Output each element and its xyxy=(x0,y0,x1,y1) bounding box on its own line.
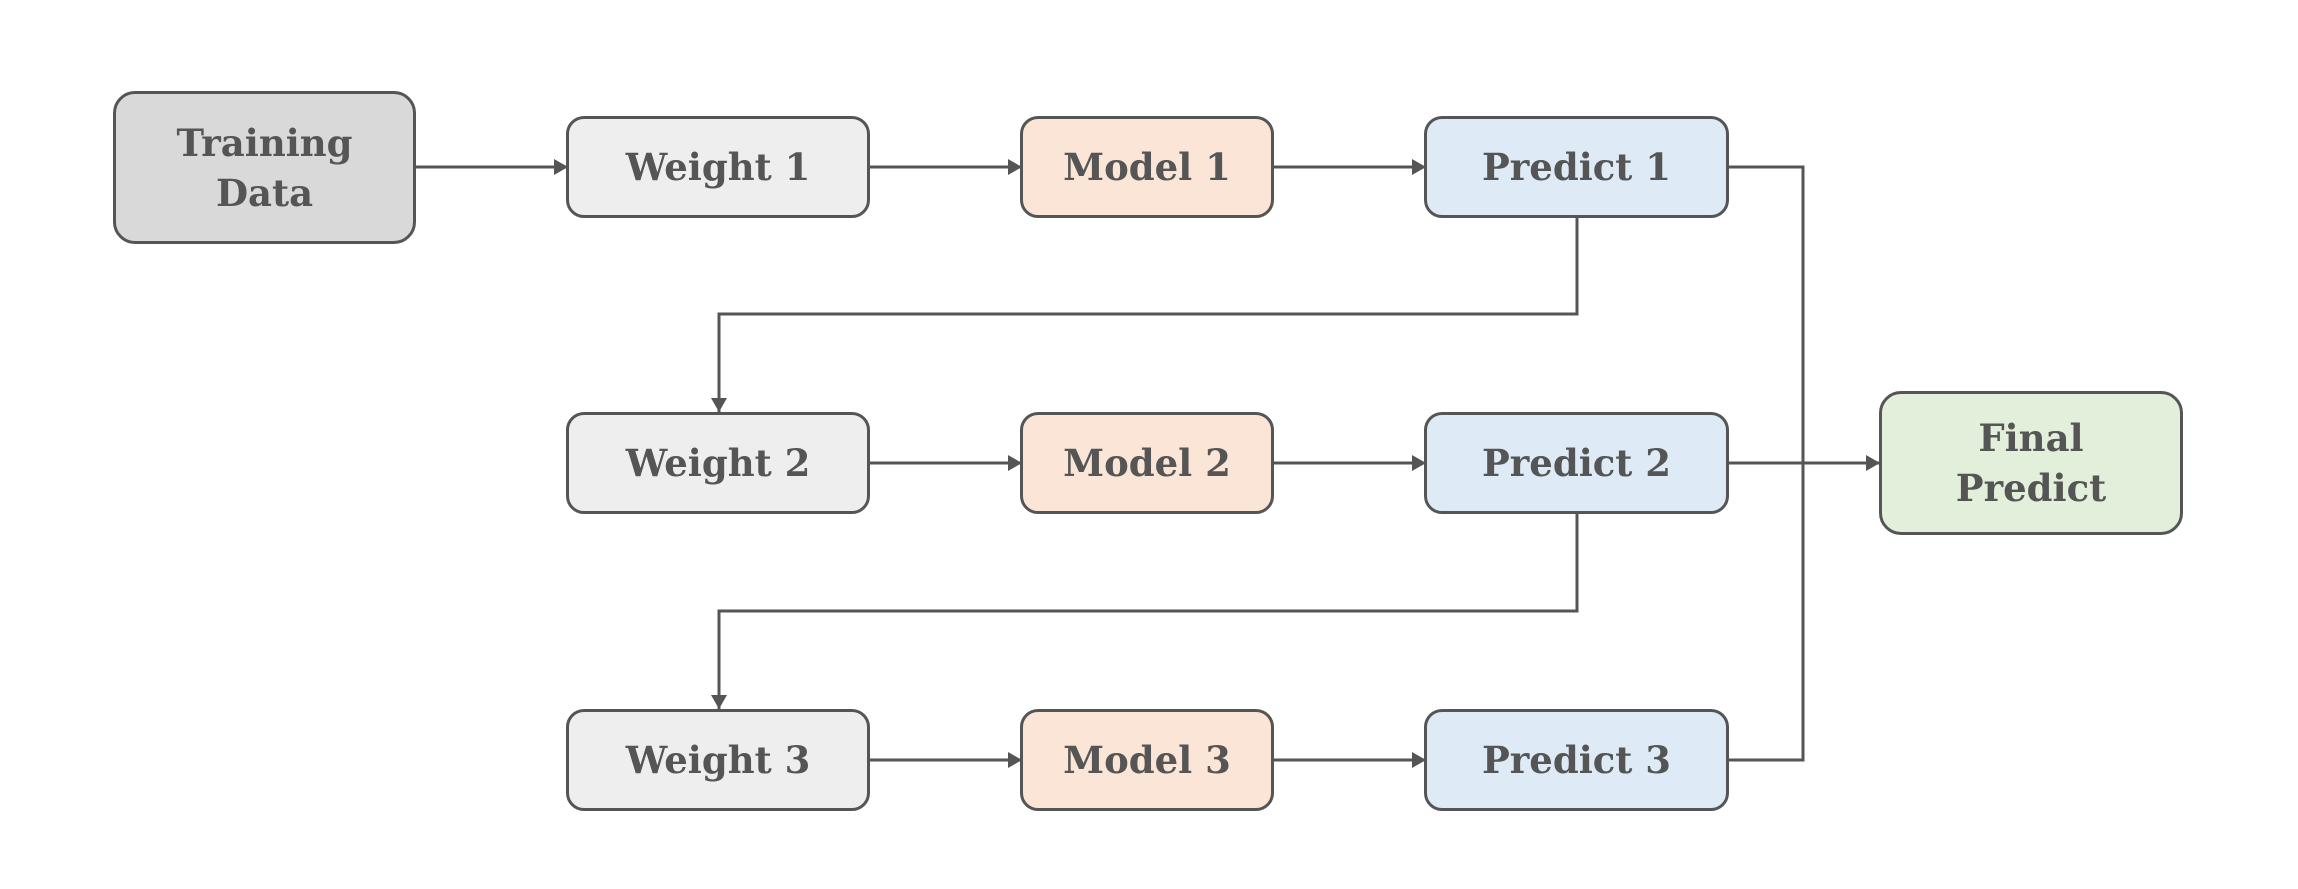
edge-predict2-to-weight3 xyxy=(711,514,1579,709)
weight-3-label: Weight 3 xyxy=(625,738,811,782)
model-3-node: Model 3 xyxy=(1020,709,1274,811)
model-1-node: Model 1 xyxy=(1020,116,1274,218)
model-1-label: Model 1 xyxy=(1063,145,1231,189)
model-2-node: Model 2 xyxy=(1020,412,1274,514)
weight-2-label: Weight 2 xyxy=(625,441,811,485)
training-data-label: Training Data xyxy=(176,120,353,215)
edge-predict1-to-weight2 xyxy=(711,218,1579,412)
weight-1-label: Weight 1 xyxy=(625,145,811,189)
predict-1-label: Predict 1 xyxy=(1481,145,1672,189)
training-data-node: Training Data xyxy=(113,91,416,244)
model-2-label: Model 2 xyxy=(1063,441,1231,485)
predict-3-node: Predict 3 xyxy=(1424,709,1729,811)
predict-2-node: Predict 2 xyxy=(1424,412,1729,514)
predict-2-label: Predict 2 xyxy=(1481,441,1672,485)
weight-1-node: Weight 1 xyxy=(566,116,870,218)
model-3-label: Model 3 xyxy=(1063,738,1231,782)
weight-2-node: Weight 2 xyxy=(566,412,870,514)
predict-3-label: Predict 3 xyxy=(1481,738,1672,782)
edge-predict1-to-final xyxy=(1728,165,1805,463)
final-predict-node: Final Predict xyxy=(1879,391,2183,535)
final-predict-label: Final Predict xyxy=(1955,416,2107,510)
weight-3-node: Weight 3 xyxy=(566,709,870,811)
edge-predict3-to-final xyxy=(1728,463,1805,762)
predict-1-node: Predict 1 xyxy=(1424,116,1729,218)
